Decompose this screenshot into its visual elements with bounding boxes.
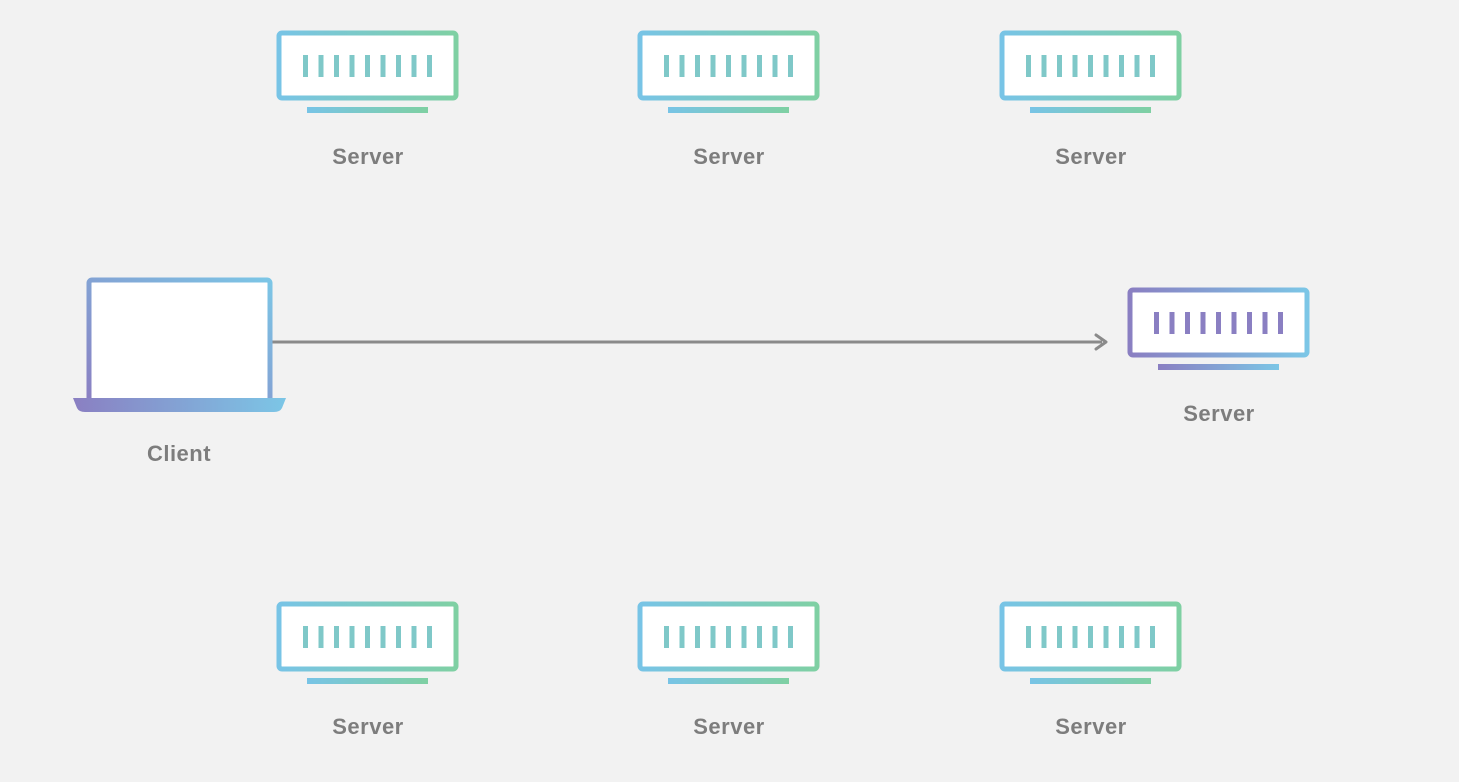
server-icon [276, 30, 459, 113]
server-label-top-3: Server [1055, 144, 1127, 169]
server-icon [276, 601, 459, 684]
server-label-bottom-1: Server [332, 714, 404, 739]
server-label-top-2: Server [693, 144, 765, 169]
server-icon [637, 30, 820, 113]
server-label-top-1: Server [332, 144, 404, 169]
server-label-bottom-3: Server [1055, 714, 1127, 739]
server-icon [999, 30, 1182, 113]
server-label-bottom-2: Server [693, 714, 765, 739]
server-label-target: Server [1183, 401, 1255, 426]
client-label: Client [146, 441, 212, 466]
laptop-icon [73, 277, 286, 412]
server-icon [637, 601, 820, 684]
server-icon [1127, 287, 1310, 370]
server-icon [999, 601, 1182, 684]
connection-arrow [272, 333, 1108, 351]
